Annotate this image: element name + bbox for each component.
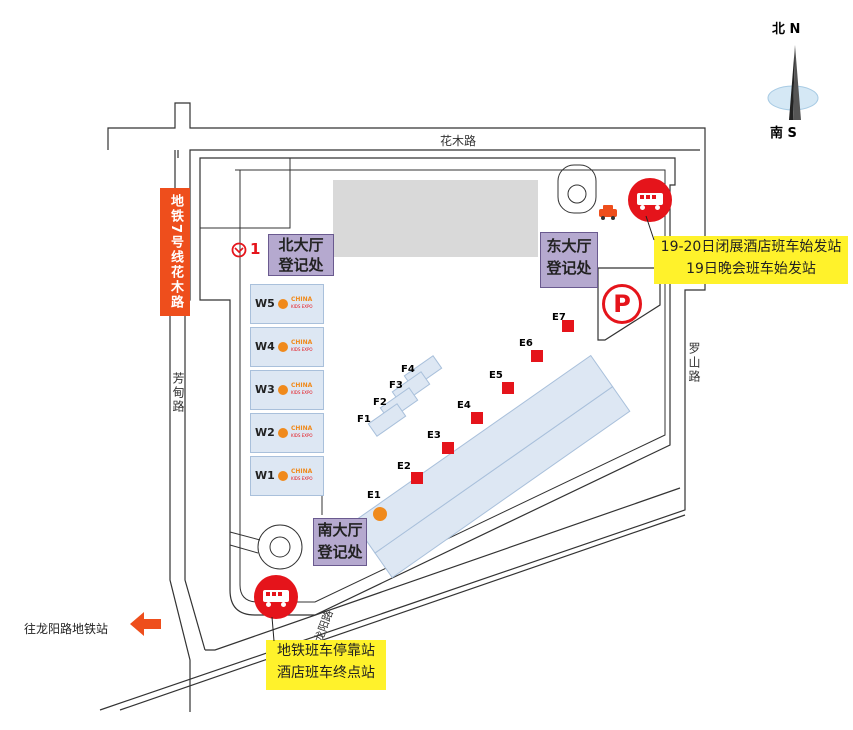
south-registration: 南大厅登记处	[313, 518, 367, 566]
callout-line	[645, 215, 655, 241]
hall-e7-label: E7	[552, 312, 566, 323]
svg-text:CHINA: CHINA	[291, 296, 313, 303]
hall-w5-label: W5	[255, 297, 275, 310]
hall-f1-label: F1	[357, 414, 371, 425]
north-registration: 北大厅登记处	[268, 234, 334, 276]
svg-text:KIDS EXPO: KIDS EXPO	[291, 433, 313, 438]
svg-text:KIDS EXPO: KIDS EXPO	[291, 347, 313, 352]
compass-icon	[767, 45, 819, 120]
taxi-icon	[599, 205, 617, 220]
hall-w2-label: W2	[255, 426, 275, 439]
e-hall-logos	[373, 320, 574, 521]
svg-text:KIDS EXPO: KIDS EXPO	[291, 390, 313, 395]
callout-line-sw	[271, 616, 275, 642]
bus-stop-southwest-icon	[254, 575, 298, 619]
e6-logo-icon	[531, 350, 543, 362]
metro-exit-label: 1	[250, 240, 261, 258]
longyang-road	[205, 487, 681, 651]
hall-f2-label: F2	[373, 397, 387, 408]
hall-e5-label: E5	[489, 370, 503, 381]
shuttle-note-northeast: 19-20日闭展酒店班车始发站 19日晚会班车始发站	[654, 236, 848, 284]
e3-logo-icon	[442, 442, 454, 454]
hall-w4-label: W4	[255, 340, 275, 353]
bus-stop-northeast-icon	[628, 178, 672, 222]
shuttle-note-southwest: 地铁班车停靠站 酒店班车终点站	[266, 640, 386, 690]
e7-logo-icon	[562, 320, 574, 332]
svg-text:CHINA: CHINA	[291, 468, 313, 475]
hall-e1-label: E1	[367, 490, 381, 501]
svg-text:KIDS EXPO: KIDS EXPO	[291, 304, 313, 309]
fangdian-road-label: 芳甸路	[171, 372, 185, 414]
hall-e6-label: E6	[519, 338, 533, 349]
venue-boundary	[199, 157, 676, 616]
parking-area	[597, 267, 661, 341]
compass-north: 北 N	[772, 22, 801, 37]
parking-icon: P	[602, 284, 642, 324]
huamu-road	[107, 102, 706, 150]
svg-text:KIDS EXPO: KIDS EXPO	[291, 476, 313, 481]
huamu-road-label: 花木路	[440, 134, 477, 148]
svg-text:CHINA: CHINA	[291, 382, 313, 389]
svg-text:CHINA: CHINA	[291, 339, 313, 346]
metro-icon	[231, 242, 247, 258]
hall-f3-label: F3	[389, 380, 403, 391]
compass-south: 南 S	[770, 126, 797, 141]
metro-station-label: 地铁7号线花木路站	[138, 188, 190, 316]
e1-logo-icon	[373, 507, 387, 521]
hall-f4-label: F4	[401, 364, 415, 375]
sw-roundabout	[257, 524, 303, 570]
hall-w3-label: W3	[255, 383, 275, 396]
e5-logo-icon	[502, 382, 514, 394]
hall-w1-label: W1	[255, 469, 275, 482]
e4-logo-icon	[471, 412, 483, 424]
to-metro-label: 往龙阳路地铁站	[24, 622, 109, 636]
e2-logo-icon	[411, 472, 423, 484]
central-building	[333, 180, 538, 257]
hall-e3-label: E3	[427, 430, 441, 441]
svg-text:CHINA: CHINA	[291, 425, 313, 432]
nw-building	[199, 157, 291, 229]
arrow-left-icon	[130, 612, 161, 636]
hall-e4-label: E4	[457, 400, 471, 411]
east-registration: 东大厅登记处	[540, 232, 598, 288]
luoshan-road-label: 罗山路	[687, 342, 701, 384]
hall-e2-label: E2	[397, 461, 411, 472]
